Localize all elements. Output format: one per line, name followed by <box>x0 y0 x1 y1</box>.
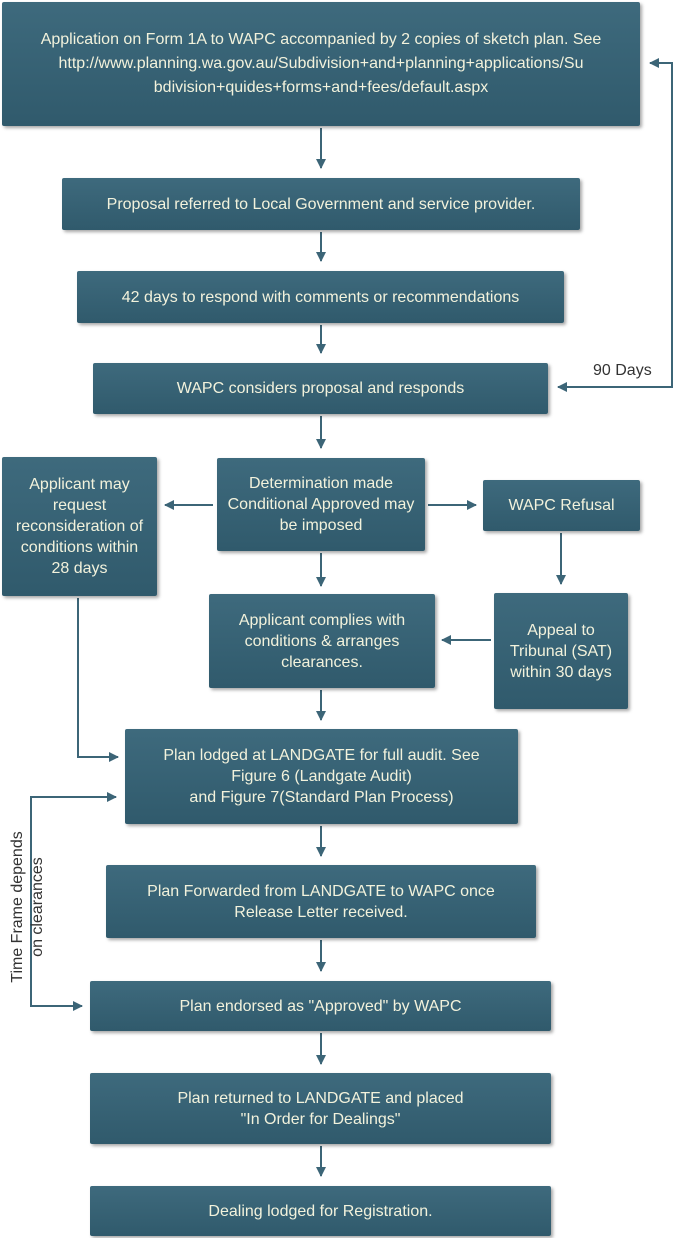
plan-endorsed-step: Plan endorsed as "Approved" by WAPC <box>90 981 551 1031</box>
arrow-reconsideration-to-lodged <box>77 598 119 762</box>
application-step: Application on Form 1A to WAPC accompani… <box>2 2 640 126</box>
reconsideration-step: Applicant may request reconsideration of… <box>2 457 157 596</box>
appeal-step: Appeal to Tribunal (SAT) within 30 days <box>494 593 628 709</box>
wapc-considers-step: WAPC considers proposal and responds <box>93 363 548 414</box>
arrow-90-days-loop <box>560 58 673 388</box>
wapc-refusal-step: WAPC Refusal <box>483 480 640 531</box>
plan-returned-step: Plan returned to LANDGATE and placed "In… <box>90 1073 551 1144</box>
complies-step: Applicant complies with conditions & arr… <box>209 594 435 688</box>
referred-step: Proposal referred to Local Government an… <box>62 178 580 230</box>
time-frame-label: Time Frame depends on clearances <box>9 831 46 983</box>
plan-forwarded-step: Plan Forwarded from LANDGATE to WAPC onc… <box>106 865 536 938</box>
ninety-days-label: 90 Days <box>593 362 652 379</box>
dealing-lodged-step: Dealing lodged for Registration. <box>90 1186 551 1236</box>
arrow-time-frame-to-endorsed <box>30 958 83 1011</box>
respond-42-days-step: 42 days to respond with comments or reco… <box>77 271 564 323</box>
arrow-time-frame-to-lodged <box>30 792 117 958</box>
plan-lodged-step: Plan lodged at LANDGATE for full audit. … <box>125 729 518 824</box>
determination-step: Determination made Conditional Approved … <box>217 458 425 551</box>
